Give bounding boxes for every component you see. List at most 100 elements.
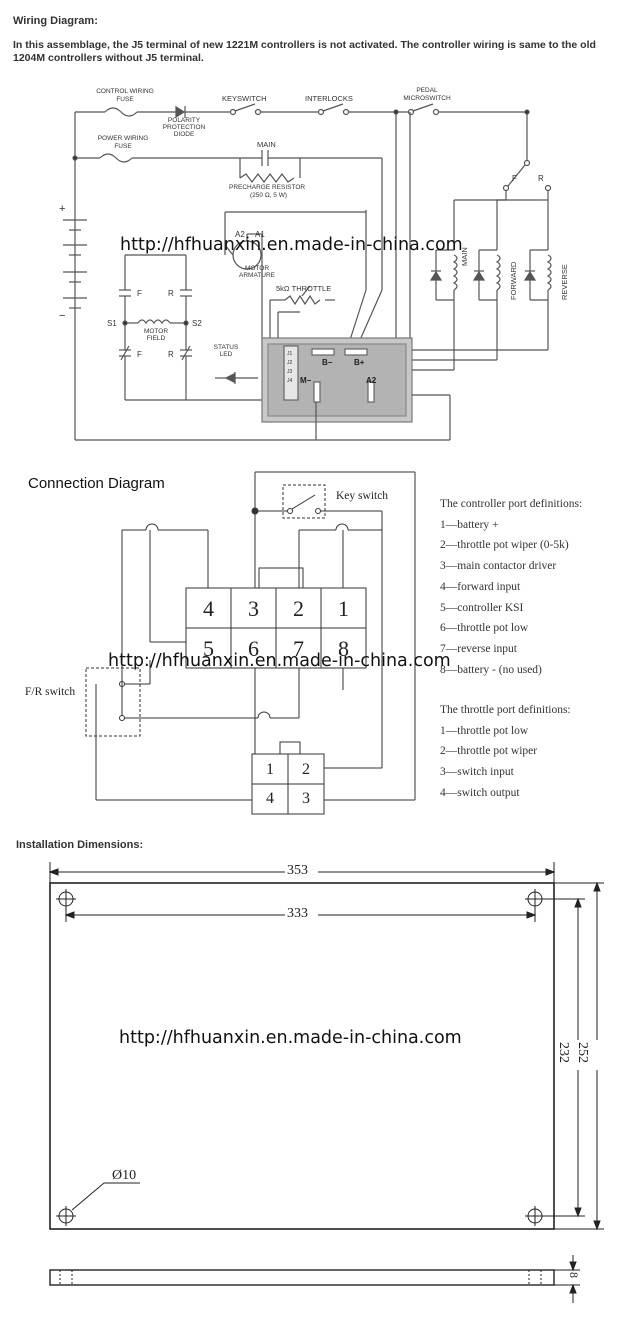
label-j4: J4 xyxy=(287,378,293,384)
label-throttle: 5kΩ THROTTLE xyxy=(276,284,332,293)
connector-latch xyxy=(258,567,304,589)
controller-port-7: 7—reverse input xyxy=(440,642,517,655)
pin-3: 3 xyxy=(248,596,259,621)
throttle-port-2: 2—throttle pot wiper xyxy=(440,745,538,758)
throttle-pin-3: 3 xyxy=(302,790,310,807)
throttle-pin-1: 1 xyxy=(266,761,274,778)
label-fr-switch: F/R switch xyxy=(25,686,76,698)
label-status-led: STATUS LED xyxy=(213,344,239,358)
interlocks-symbol xyxy=(322,103,344,112)
pedal-switch-symbol xyxy=(412,103,434,112)
throttle-pin-2: 2 xyxy=(302,761,310,778)
label-keyswitch: KEYSWITCH xyxy=(222,94,267,103)
pin-7: 7 xyxy=(293,636,304,661)
fr-switch-box xyxy=(85,667,141,737)
label-s1: S1 xyxy=(107,319,117,328)
pin-4: 4 xyxy=(203,596,214,621)
connector-pins-top: 4 3 2 1 xyxy=(186,590,366,628)
label-fr-f: F xyxy=(512,174,517,183)
label-f-bottom: F xyxy=(137,350,142,359)
connection-diagram xyxy=(85,471,416,815)
pin-6: 6 xyxy=(248,636,259,661)
label-a2: A2 xyxy=(235,230,245,239)
key-switch-box xyxy=(282,484,326,519)
label-interlocks: INTERLOCKS xyxy=(305,94,353,103)
label-coil-forward: FORWARD xyxy=(509,261,518,300)
label-m-minus: M− xyxy=(300,376,312,385)
forward-coil-symbol xyxy=(495,254,501,291)
dim-232-label: 232 xyxy=(556,1042,571,1063)
watermark-1: http://hfhuanxin.en.made-in-china.com xyxy=(120,235,463,255)
throttle-port-4: 4—switch output xyxy=(440,786,520,799)
dim-hole-label: Ø10 xyxy=(112,1168,137,1183)
watermark-2: http://hfhuanxin.en.made-in-china.com xyxy=(108,651,451,671)
wiring-intro: In this assemblage, the J5 terminal of n… xyxy=(13,39,596,64)
watermark-3: http://hfhuanxin.en.made-in-china.com xyxy=(119,1028,462,1048)
pin-2: 2 xyxy=(293,596,304,621)
pin-1: 1 xyxy=(338,596,349,621)
throttle-port-1: 1—throttle pot low xyxy=(440,724,529,737)
label-main-contactor: MAIN xyxy=(257,140,276,149)
label-polarity-diode: POLARITY PROTECTION DIODE xyxy=(162,117,206,138)
connector-pins-bottom: 5 6 7 8 xyxy=(186,630,366,668)
controller-port-2: 2—throttle pot wiper (0-5k) xyxy=(440,539,569,552)
throttle-port-3: 3—switch input xyxy=(440,766,514,779)
controller-port-title: The controller port definitions: xyxy=(440,498,583,510)
label-j3: J3 xyxy=(287,369,293,375)
dim-333-label: 333 xyxy=(287,906,308,921)
label-r-top: R xyxy=(168,289,174,298)
mounting-hole-bl xyxy=(56,1206,76,1226)
label-power-fuse: POWER WIRING FUSE xyxy=(97,135,149,150)
plate-side-view xyxy=(49,1269,555,1286)
controller-port-4: 4—forward input xyxy=(440,580,521,593)
controller-port-5: 5—controller KSI xyxy=(440,601,524,614)
wiring-title: Wiring Diagram: xyxy=(13,15,98,27)
controller-port-8: 8—battery - (no used) xyxy=(440,663,542,676)
key-switch-symbol xyxy=(291,494,316,510)
dim-thickness-label: 8 xyxy=(567,1272,581,1278)
label-j-pins: J1 J2 J3 J4 xyxy=(287,350,292,386)
keyswitch-symbol xyxy=(234,103,256,112)
reverse-coil-symbol xyxy=(546,254,552,291)
power-fuse-symbol xyxy=(99,153,133,163)
pin-5: 5 xyxy=(203,636,214,661)
dim-252-label: 252 xyxy=(575,1042,590,1063)
controller-port-1: 1—battery + xyxy=(440,518,499,531)
label-battery-plus: + xyxy=(59,203,66,215)
label-a2-terminal: A2 xyxy=(366,376,377,385)
mounting-plate xyxy=(49,882,555,1230)
throttle-port-definitions: The throttle port definitions: 1—throttl… xyxy=(440,700,571,804)
label-fr-r: R xyxy=(538,174,544,183)
pin-8: 8 xyxy=(338,636,349,661)
label-coil-reverse: REVERSE xyxy=(560,264,569,300)
precharge-resistor-symbol xyxy=(239,173,295,183)
throttle-pot-symbol xyxy=(284,294,321,306)
label-j2: J2 xyxy=(287,360,293,366)
label-motor-field: MOTOR FIELD xyxy=(143,328,169,342)
hole-leader-line xyxy=(71,1182,105,1211)
label-j1: J1 xyxy=(287,351,293,357)
label-pedal: PEDAL MICROSWITCH xyxy=(403,87,451,102)
throttle-port-title: The throttle port definitions: xyxy=(440,704,571,716)
controller-port-6: 6—throttle pot low xyxy=(440,622,529,635)
label-f-top: F xyxy=(137,289,142,298)
label-b-minus: B− xyxy=(322,358,333,367)
polarity-diode-symbol xyxy=(175,105,186,119)
label-b-plus: B+ xyxy=(354,358,365,367)
connection-title: Connection Diagram xyxy=(28,475,165,492)
label-s2: S2 xyxy=(192,319,202,328)
controller-port-3: 3—main contactor driver xyxy=(440,560,557,573)
mounting-hole-br xyxy=(525,1206,545,1226)
dim-353-label: 353 xyxy=(287,863,308,878)
label-precharge-spec: (250 Ω, 5 W) xyxy=(250,192,288,199)
label-r-bottom: R xyxy=(168,350,174,359)
label-key-switch: Key switch xyxy=(336,490,389,502)
label-precharge: PRECHARGE RESISTOR xyxy=(229,184,306,191)
fr-switch-symbol xyxy=(507,164,526,187)
installation-title: Installation Dimensions: xyxy=(16,839,144,851)
motor-field-symbol xyxy=(137,319,171,325)
throttle-pin-4: 4 xyxy=(266,790,274,807)
label-a1: A1 xyxy=(255,230,265,239)
label-motor-armature: MOTOR ARMATURE xyxy=(239,265,275,279)
main-coil-symbol xyxy=(452,254,458,291)
